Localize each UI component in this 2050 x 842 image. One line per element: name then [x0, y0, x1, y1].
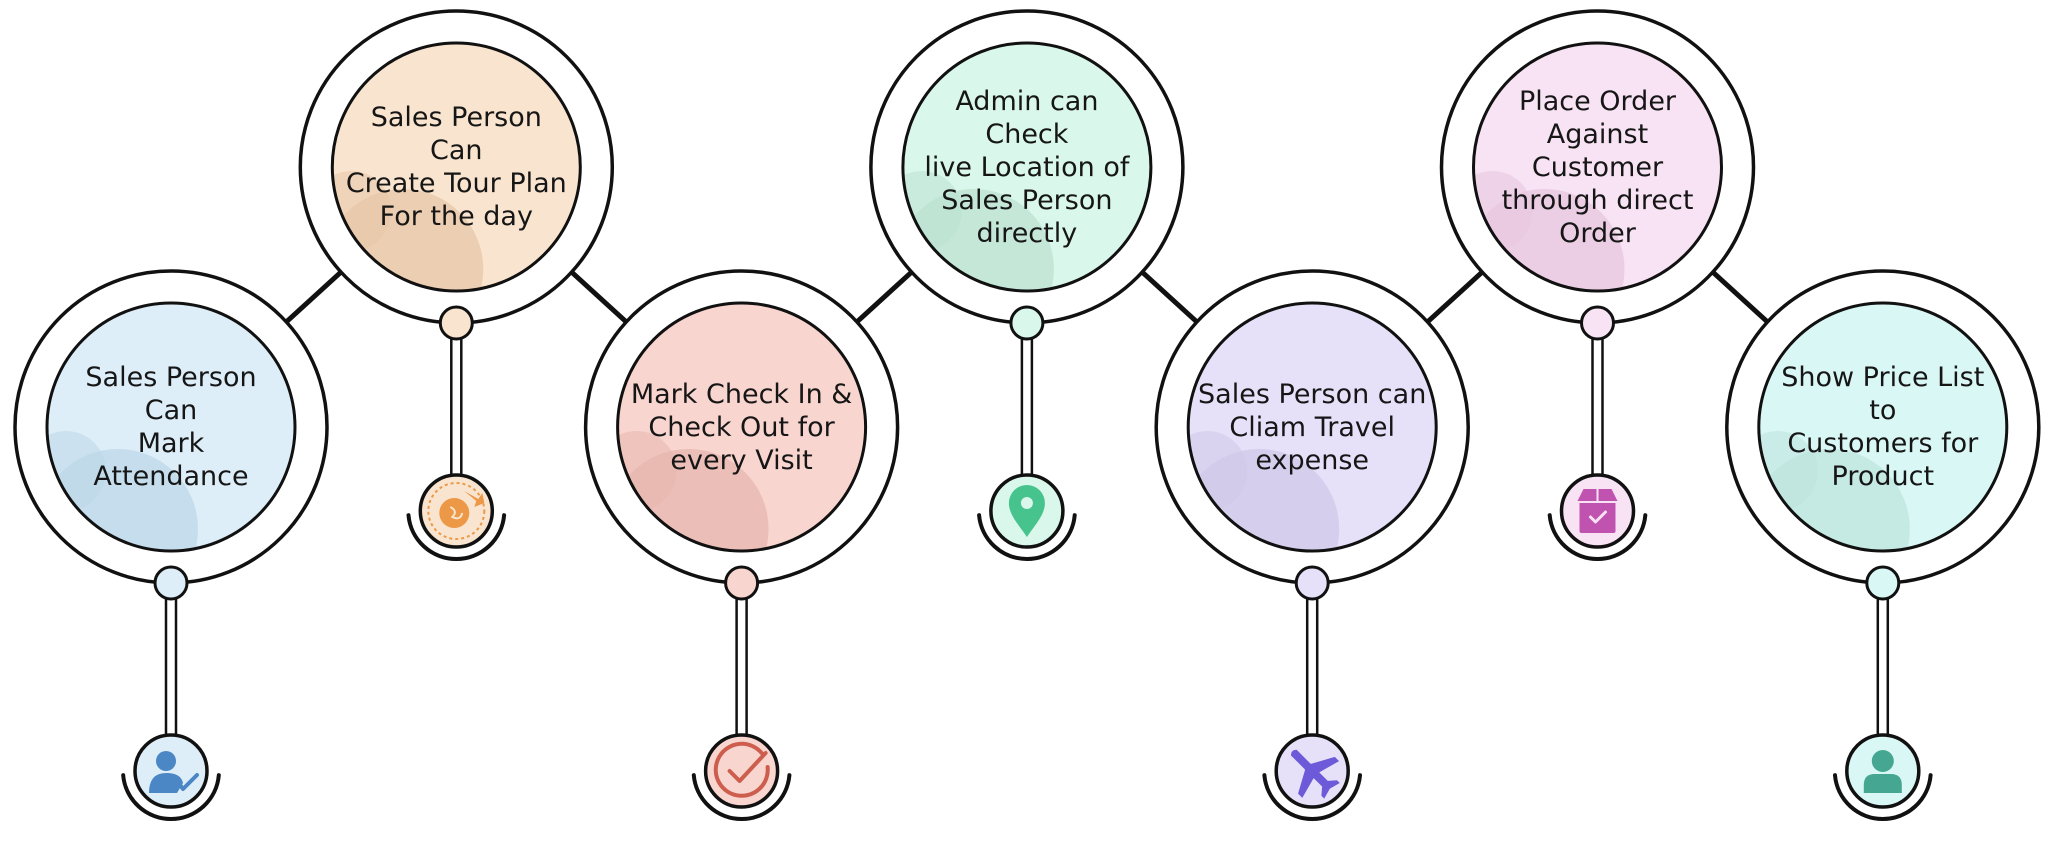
- connector-stem: [1591, 335, 1604, 479]
- circle-shade: [47, 431, 198, 551]
- connector-link: [1425, 270, 1484, 324]
- connector-stem: [735, 595, 748, 739]
- connector-dot: [1865, 565, 1901, 601]
- step-place-order: [1439, 9, 1756, 561]
- connector-stem: [1305, 595, 1319, 739]
- connector-stem: [450, 335, 463, 479]
- connector-stem: [1020, 335, 1034, 479]
- step-live-location: [869, 9, 1185, 561]
- step-price-list: [1725, 269, 2041, 821]
- order-box-icon: [1577, 489, 1618, 533]
- step-check-in-out: [583, 269, 900, 821]
- step-travel-expense: [1154, 269, 1470, 821]
- location-pin-icon: [1008, 485, 1045, 537]
- step-attendance: [13, 269, 329, 821]
- connector-link: [284, 270, 343, 324]
- check-mark-icon: [713, 741, 770, 798]
- circle-shade: [1473, 171, 1625, 291]
- circle-shade: [617, 431, 769, 551]
- connector-stem: [164, 595, 178, 739]
- customer-icon: [1863, 750, 1902, 793]
- connector-dot: [153, 565, 189, 601]
- circle-shade: [1758, 431, 1910, 551]
- circle-shade: [1188, 431, 1340, 551]
- icon-arc: [406, 513, 507, 561]
- icon-badge: [133, 733, 209, 809]
- connector-dot: [438, 305, 474, 341]
- connector-dot: [1009, 305, 1045, 341]
- icon-arc: [977, 513, 1077, 561]
- connector-dot: [1580, 305, 1615, 341]
- step-tour-plan: [298, 9, 615, 561]
- connector-dot: [1294, 565, 1330, 601]
- airplane-icon: [1290, 749, 1340, 799]
- circle-shade: [332, 171, 484, 291]
- connector-link: [1711, 270, 1770, 324]
- circle-shade: [902, 171, 1054, 291]
- icon-arc: [691, 773, 792, 821]
- user-check-icon: [149, 751, 199, 793]
- connector-link: [569, 270, 628, 324]
- icon-arc: [1547, 513, 1648, 561]
- connector-dot: [724, 565, 760, 601]
- icon-arc: [121, 773, 221, 821]
- icon-arc: [1262, 773, 1363, 821]
- connector-link: [855, 270, 914, 324]
- connector-link: [1140, 270, 1199, 324]
- icon-arc: [1832, 773, 1933, 821]
- connector-links: [284, 270, 1770, 324]
- tour-plan-icon: [427, 482, 486, 540]
- connector-stem: [1876, 595, 1890, 739]
